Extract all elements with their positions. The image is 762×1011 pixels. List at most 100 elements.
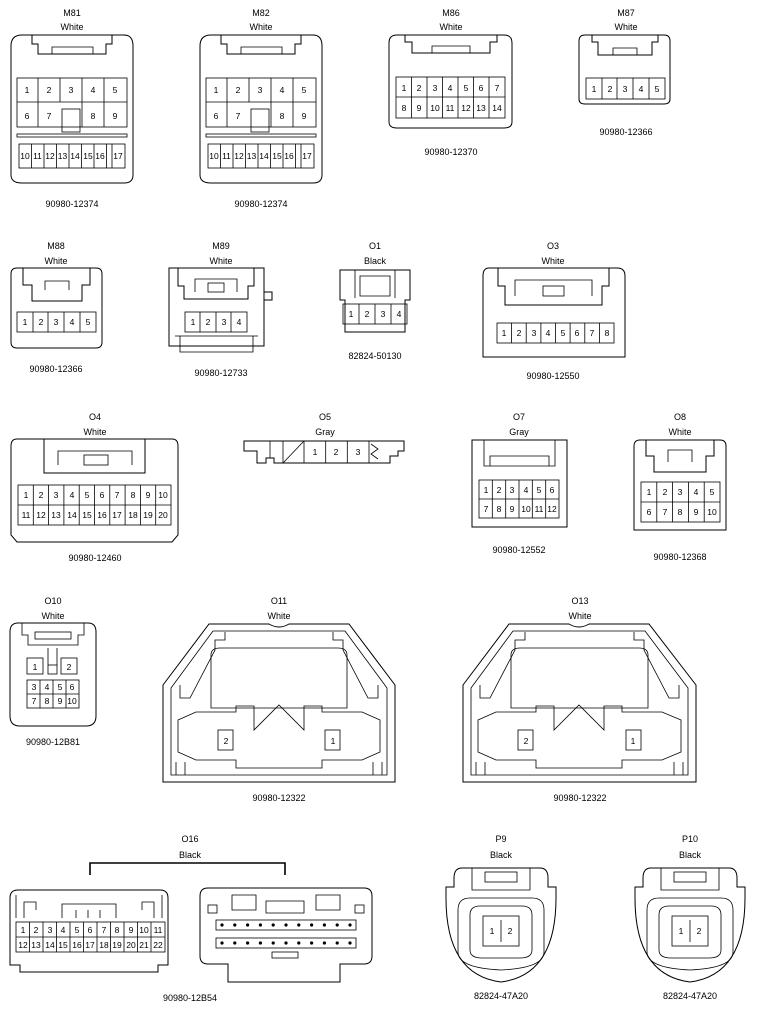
o3-pin-1: 1 bbox=[502, 328, 507, 338]
o16-terminal-dot bbox=[284, 923, 288, 927]
connector-p10-name: P10 bbox=[682, 834, 698, 844]
m88-pin-4: 4 bbox=[70, 317, 75, 327]
o16-terminal-dot bbox=[284, 941, 288, 945]
o10-pin-6: 6 bbox=[70, 682, 75, 692]
m81-pin-7: 7 bbox=[47, 111, 52, 121]
o3-pin-5: 5 bbox=[561, 328, 566, 338]
connector-m87: M87 White 1 2 3 4 5 90980-12366 bbox=[578, 8, 671, 137]
connector-o3-color: White bbox=[541, 256, 564, 266]
connector-m89-part: 90980-12733 bbox=[194, 368, 247, 378]
o16-terminal-dot bbox=[220, 941, 224, 945]
m86-pin-4: 4 bbox=[448, 83, 453, 93]
o4-pin-13: 13 bbox=[51, 510, 61, 520]
connector-o11-color: White bbox=[267, 611, 290, 621]
connector-p9-part: 82824-47A20 bbox=[474, 991, 528, 1001]
o4-pin-15: 15 bbox=[82, 510, 92, 520]
connector-o1: O1 Black 1 2 3 4 82824-50130 bbox=[339, 241, 411, 361]
o5-pin-3: 3 bbox=[356, 447, 361, 457]
o7-pin-9: 9 bbox=[510, 504, 515, 514]
m81-pin-row-bottom: 10 11 12 13 14 15 16 17 bbox=[20, 144, 123, 168]
o4-pin-6: 6 bbox=[100, 490, 105, 500]
o16-pin-22: 22 bbox=[153, 940, 163, 950]
o4-pin-17: 17 bbox=[112, 510, 122, 520]
o3-pin-4: 4 bbox=[546, 328, 551, 338]
connector-m89-name: M89 bbox=[212, 241, 230, 251]
connector-o3-part: 90980-12550 bbox=[526, 371, 579, 381]
o4-pin-14: 14 bbox=[67, 510, 77, 520]
o4-pin-19: 19 bbox=[143, 510, 153, 520]
o8-pin-8: 8 bbox=[678, 507, 683, 517]
connector-o3: O3 White 1 2 3 4 5 6 7 8 90980-12550 bbox=[482, 241, 626, 381]
connector-o7-part: 90980-12552 bbox=[492, 545, 545, 555]
connector-o8: O8 White 1 2 3 4 5 6 7 8 9 10 90980-1236… bbox=[633, 412, 727, 562]
connector-m81-name: M81 bbox=[63, 8, 81, 18]
connector-o8-name: O8 bbox=[674, 412, 686, 422]
m82-pin-15: 15 bbox=[272, 151, 282, 161]
o7-pin-2: 2 bbox=[497, 485, 502, 495]
m89-pin-4: 4 bbox=[237, 317, 242, 327]
connector-o13-name: O13 bbox=[571, 596, 588, 606]
m89-pin-1: 1 bbox=[191, 317, 196, 327]
m86-pin-6: 6 bbox=[479, 83, 484, 93]
o1-pin-1: 1 bbox=[349, 309, 354, 319]
connector-m88-name: M88 bbox=[47, 241, 65, 251]
m82-pin-2: 2 bbox=[236, 85, 241, 95]
m81-pin-15: 15 bbox=[83, 151, 93, 161]
o16-terminal-dot bbox=[322, 923, 326, 927]
m86-pin-grid: 1 2 3 4 5 6 7 8 9 10 11 12 13 14 bbox=[402, 83, 502, 113]
m82-pin-14: 14 bbox=[259, 151, 269, 161]
o7-pin-5: 5 bbox=[537, 485, 542, 495]
connector-m89: M89 White 1 2 3 4 90980-12733 bbox=[168, 241, 273, 378]
o16-pin-1: 1 bbox=[21, 925, 26, 935]
o16-terminal-dot bbox=[335, 941, 339, 945]
connector-o8-color: White bbox=[668, 427, 691, 437]
m82-pin-17: 17 bbox=[302, 151, 312, 161]
m82-pin-5: 5 bbox=[302, 85, 307, 95]
m81-pin-4: 4 bbox=[91, 85, 96, 95]
o4-pin-grid: 1 2 3 4 5 6 7 8 9 10 11 12 13 14 15 16 1… bbox=[22, 490, 168, 520]
connector-m88: M88 White 1 2 3 4 5 90980-12366 bbox=[10, 241, 103, 374]
p10-pin-1: 1 bbox=[679, 926, 684, 936]
connector-o10-color: White bbox=[41, 611, 64, 621]
o4-pin-16: 16 bbox=[97, 510, 107, 520]
m81-pin-13: 13 bbox=[58, 151, 68, 161]
o16-terminal-dot bbox=[310, 923, 314, 927]
o16-pin-17: 17 bbox=[85, 940, 95, 950]
m86-pin-10: 10 bbox=[430, 103, 440, 113]
connector-o5: O5 Gray 1 2 3 bbox=[243, 412, 405, 464]
connector-m86: M86 White 1 2 3 4 5 6 7 8 9 10 11 12 13 … bbox=[388, 8, 513, 157]
m82-pin-10: 10 bbox=[209, 151, 219, 161]
connector-p10: P10 Black 1 2 82824-47A20 bbox=[634, 834, 746, 1001]
o8-pin-3: 3 bbox=[678, 487, 683, 497]
o16-terminal-dot bbox=[246, 941, 250, 945]
o16-pin-15: 15 bbox=[58, 940, 68, 950]
o4-pin-8: 8 bbox=[131, 490, 136, 500]
o7-pin-4: 4 bbox=[524, 485, 529, 495]
connector-o8-part: 90980-12368 bbox=[653, 552, 706, 562]
o7-pin-7: 7 bbox=[484, 504, 489, 514]
m87-pin-2: 2 bbox=[608, 84, 613, 94]
connector-m81-color: White bbox=[60, 22, 83, 32]
o7-pin-11: 11 bbox=[535, 504, 544, 514]
o11-pin-2: 2 bbox=[224, 736, 229, 746]
o16-terminal-dot bbox=[335, 923, 339, 927]
m82-pin-6: 6 bbox=[214, 111, 219, 121]
o4-pin-5: 5 bbox=[85, 490, 90, 500]
connector-m86-name: M86 bbox=[442, 8, 460, 18]
o16-terminal-dot bbox=[297, 941, 301, 945]
connector-o13: O13 White 2 1 90980-12322 bbox=[462, 596, 697, 803]
o8-pin-9: 9 bbox=[694, 507, 699, 517]
o16-terminal-dot bbox=[310, 941, 314, 945]
connector-o10-part: 90980-12B81 bbox=[26, 737, 80, 747]
o16-terminal-dot bbox=[297, 923, 301, 927]
connector-o16-name: O16 bbox=[181, 834, 198, 844]
o7-pin-6: 6 bbox=[550, 485, 555, 495]
m86-pin-7: 7 bbox=[495, 83, 500, 93]
m87-pin-3: 3 bbox=[623, 84, 628, 94]
m81-pin-1: 1 bbox=[25, 85, 30, 95]
o16-pin-12: 12 bbox=[18, 940, 28, 950]
connector-p10-part: 82824-47A20 bbox=[663, 991, 717, 1001]
o13-pin-2: 2 bbox=[524, 736, 529, 746]
m88-pin-2: 2 bbox=[39, 317, 44, 327]
o16-pin-10: 10 bbox=[139, 925, 149, 935]
